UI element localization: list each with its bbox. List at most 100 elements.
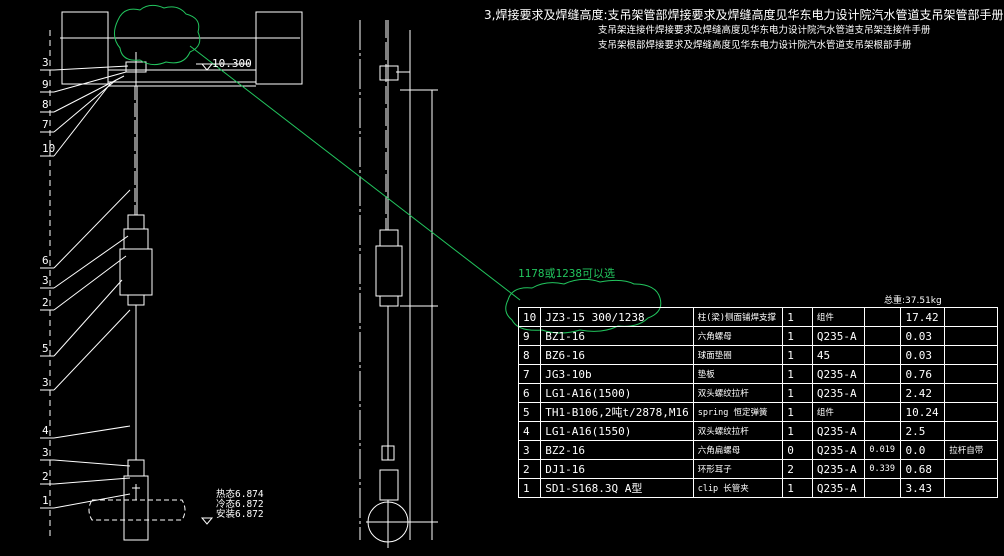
bom-cell-total: 2.42 (900, 383, 946, 403)
bom-cell-remark (944, 402, 998, 422)
bom-cell-mat: Q235-A (811, 326, 866, 346)
bom-cell-name: 双头螺纹拉杆 (692, 383, 784, 403)
bom-cell-code: BZ1-16 (540, 326, 694, 346)
leader-line (53, 71, 127, 93)
bom-cell-name: 双头螺纹拉杆 (692, 421, 784, 441)
bom-cell-qty: 1 (782, 478, 813, 498)
bom-cell-code: JZ3-15 300/1238 (540, 307, 694, 327)
bom-cell-mat: 组件 (811, 307, 866, 327)
bom-cell-mat: 45 (811, 345, 866, 365)
bom-cell-mat: Q235-A (811, 421, 866, 441)
part-label: 3 (42, 376, 49, 389)
bom-cell-name: 环形耳子 (692, 459, 784, 479)
bom-cell-unit (864, 478, 902, 498)
leader-line (53, 309, 131, 391)
bom-cell-unit: 0.019 (864, 440, 902, 460)
bom-cell-total: 17.42 (900, 307, 946, 327)
note-line-2: 支吊架连接件焊接要求及焊缝高度见华东电力设计院汽水管道支吊架连接件手册 (598, 25, 931, 36)
bom-cell-qty: 1 (782, 307, 813, 327)
bom-cell-no: 4 (517, 421, 542, 441)
bom-cell-code: TH1-B106,2吨t/2878,M16 (540, 402, 694, 422)
part-label: 5 (42, 342, 49, 355)
label-leaders (40, 65, 131, 509)
leader-line (53, 477, 131, 485)
bom-cell-mat: Q235-A (811, 459, 866, 479)
part-label: 2 (42, 296, 49, 309)
bom-cell-mat: Q235-A (811, 383, 866, 403)
hanger-side-view (359, 20, 438, 548)
bom-cell-name: 垫板 (692, 364, 784, 384)
bom-cell-no: 10 (517, 307, 542, 327)
bom-cell-remark: 拉杆自带 (944, 440, 998, 460)
bom-cell-name: 球面垫圈 (692, 345, 784, 365)
bom-cell-remark (944, 345, 998, 365)
bom-cell-mat: Q235-A (811, 478, 866, 498)
bom-cell-unit: 0.339 (864, 459, 902, 479)
bom-cell-unit (864, 326, 902, 346)
bom-cell-remark (944, 421, 998, 441)
note-line-1: 3,焊接要求及焊缝高度:支吊架管部焊接要求及焊缝高度见华东电力设计院汽水管道支吊… (484, 8, 1004, 22)
bom-cell-qty: 0 (782, 440, 813, 460)
bom-cell-no: 9 (517, 326, 542, 346)
elevation-hot: 热态6.874 (216, 489, 264, 500)
bom-cell-remark (944, 383, 998, 403)
bom-cell-no: 2 (517, 459, 542, 479)
bom-cell-name: 六角螺母 (692, 326, 784, 346)
elevation-markers (196, 63, 250, 525)
bom-cell-qty: 1 (782, 326, 813, 346)
bom-cell-code: BZ2-16 (540, 440, 694, 460)
bom-cell-code: BZ6-16 (540, 345, 694, 365)
pipe-elevations: 热态6.874 冷态6.872 安装6.872 (216, 490, 264, 520)
pipe-left (88, 499, 186, 521)
bom-cell-remark (944, 459, 998, 479)
bom-cell-name: 六角扁螺母 (692, 440, 784, 460)
leader-line (53, 255, 127, 311)
leader-line (53, 235, 129, 289)
bom-cell-unit (864, 402, 902, 422)
bom-cell-name: 柱(梁)侧面铺焊支撑 (692, 307, 784, 327)
bom-cell-no: 7 (517, 364, 542, 384)
hanger-rod-left (119, 86, 153, 541)
total-weight: 总重:37.51kg (884, 296, 942, 306)
bom-cell-unit (864, 421, 902, 441)
bom-cell-mat: 组件 (811, 402, 866, 422)
beam-frame (49, 11, 303, 540)
note-line-3: 支吊架根部焊接要求及焊缝高度见华东电力设计院汽水管道支吊架根部手册 (598, 40, 912, 51)
bom-cell-no: 3 (517, 440, 542, 460)
bom-cell-total: 10.24 (900, 402, 946, 422)
bom-cell-code: JG3-10b (540, 364, 694, 384)
part-label: 4 (42, 424, 49, 437)
part-label: 3 (42, 446, 49, 459)
bom-cell-qty: 1 (782, 402, 813, 422)
bom-cell-code: LG1-A16(1500) (540, 383, 694, 403)
bom-cell-name: clip 长管夹 (692, 478, 784, 498)
bom-cell-mat: Q235-A (811, 440, 866, 460)
bom-cell-name: spring 恒定弹簧 (692, 402, 784, 422)
bom-cell-total: 2.5 (900, 421, 946, 441)
bom-cell-total: 0.03 (900, 326, 946, 346)
part-label: 7 (42, 118, 49, 131)
bom-cell-no: 6 (517, 383, 542, 403)
bom-cell-no: 1 (517, 478, 542, 498)
elevation-install: 安装6.872 (216, 509, 264, 520)
leader-line (53, 79, 117, 133)
leader-line (53, 65, 129, 71)
bom-cell-total: 3.43 (900, 478, 946, 498)
leader-line (53, 279, 123, 357)
bom-cell-remark (944, 326, 998, 346)
part-label: 1 (42, 494, 49, 507)
elevation-cold: 冷态6.872 (216, 499, 264, 510)
top-elevation: 10.300 (212, 57, 252, 70)
bom-cell-mat: Q235-A (811, 364, 866, 384)
bom-cell-qty: 1 (782, 421, 813, 441)
bom-cell-remark (944, 478, 998, 498)
